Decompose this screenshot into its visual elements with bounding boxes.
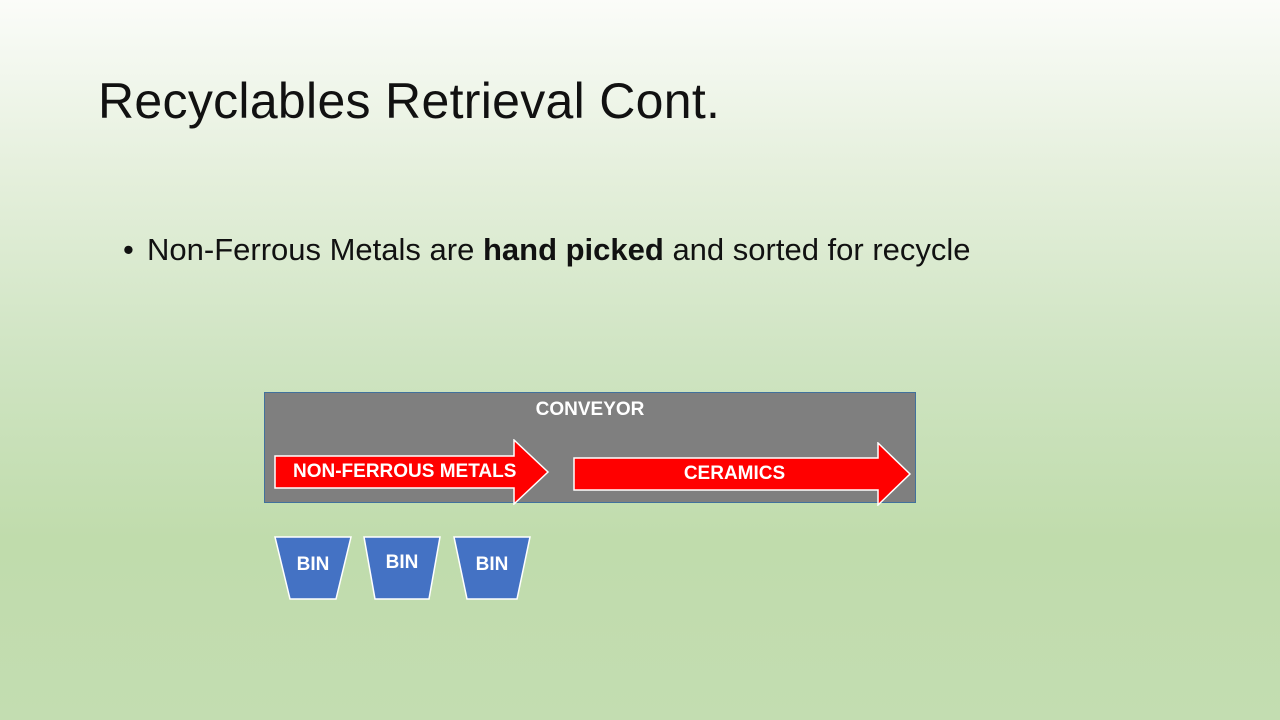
bin-3-shape (453, 536, 531, 600)
bin-3: BIN (453, 536, 531, 600)
bullet-dot-icon: • (123, 232, 134, 267)
slide-title: Recyclables Retrieval Cont. (98, 73, 721, 129)
arrow-non-ferrous-metals-shape (274, 439, 550, 505)
conveyor-label: CONVEYOR (535, 399, 645, 420)
bin-1-label: BIN (296, 554, 330, 575)
bin-1: BIN (274, 536, 352, 600)
bullet-text-after: and sorted for recycle (663, 232, 971, 267)
arrow-non-ferrous-metals-label: NON-FERROUS METALS (293, 461, 517, 482)
bullet-item: • Non-Ferrous Metals are hand picked and … (123, 232, 971, 268)
bullet-text-before: Non-Ferrous Metals are (147, 232, 483, 267)
arrow-ceramics-shape (573, 442, 912, 506)
bin-2-label: BIN (385, 552, 419, 573)
arrow-ceramics-label: CERAMICS (683, 463, 786, 484)
arrow-ceramics: CERAMICS (573, 442, 913, 506)
bin-2-shape (363, 536, 441, 600)
bin-1-shape (274, 536, 352, 600)
arrow-non-ferrous-metals: NON-FERROUS METALS (274, 439, 550, 505)
bullet-text-bold: hand picked (482, 232, 664, 267)
bin-3-label: BIN (475, 554, 509, 575)
bin-2: BIN (363, 536, 441, 600)
